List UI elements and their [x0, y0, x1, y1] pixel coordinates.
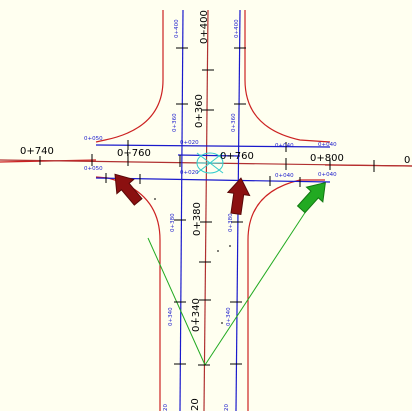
station-labels: 0+740 0+760 0+760 0+800 0 0+400 0+360 0+… — [20, 10, 410, 411]
small-label-0040c: 0+040 — [275, 173, 294, 179]
small-label-0380b: 0+380 — [228, 213, 234, 232]
small-label-0050: 0+050 — [84, 136, 103, 142]
small-marks — [154, 198, 231, 324]
small-label-0020: 0+020 — [180, 140, 199, 146]
label-v-0360: 0+360 — [194, 94, 205, 128]
intersection-circle-icon — [196, 152, 224, 174]
small-label-0040a: 0+040 — [275, 143, 294, 149]
label-h-0760b: 0+760 — [220, 151, 254, 162]
small-label-0360b: 0+360 — [231, 113, 237, 132]
small-label-0340a: 0+340 — [168, 307, 174, 326]
small-station-labels: 0+400 0+400 0+360 0+360 0+380 0+380 0+34… — [84, 19, 337, 411]
label-v-0340: 0+340 — [191, 298, 202, 332]
label-h-0: 0 — [404, 155, 410, 166]
small-label-0360a: 0+360 — [172, 113, 178, 132]
small-label-0040b: 0+040 — [318, 142, 337, 148]
small-label-20b: 20 — [224, 404, 230, 411]
lane-horizontal-bottom — [95, 177, 331, 183]
small-label-0380a: 0+380 — [170, 213, 176, 232]
tick-marks — [39, 47, 375, 366]
small-label-0340b: 0+340 — [226, 307, 232, 326]
sight-line-right — [204, 204, 311, 366]
arrow-red-center-icon — [226, 177, 251, 216]
centerline-vertical — [203, 9, 209, 411]
small-label-0040d: 0+040 — [318, 172, 337, 178]
label-v-0400: 0+400 — [199, 10, 210, 44]
lane-horizontal-top — [95, 144, 331, 148]
lane-horizontal-mid — [177, 154, 241, 157]
label-h-0760: 0+760 — [117, 148, 151, 159]
label-h-0740: 0+740 — [20, 146, 54, 157]
curb-top-right — [244, 10, 331, 143]
small-label-0400a: 0+400 — [174, 19, 180, 38]
arrow-green-right-icon — [296, 181, 326, 214]
label-v-20: 20 — [190, 398, 201, 411]
label-v-0380: 0+380 — [192, 202, 203, 236]
small-label-0400b: 0+400 — [234, 19, 240, 38]
arrow-red-left-icon — [114, 173, 143, 206]
curb-bottom-left — [95, 176, 161, 411]
curb-top-left — [95, 10, 164, 143]
small-label-20a: 20 — [163, 404, 169, 411]
small-label-0050b: 0+050 — [84, 166, 103, 172]
small-label-0020b: 0+020 — [180, 170, 199, 176]
lane-vertical-left — [179, 9, 184, 411]
label-h-0800: 0+800 — [310, 153, 344, 164]
